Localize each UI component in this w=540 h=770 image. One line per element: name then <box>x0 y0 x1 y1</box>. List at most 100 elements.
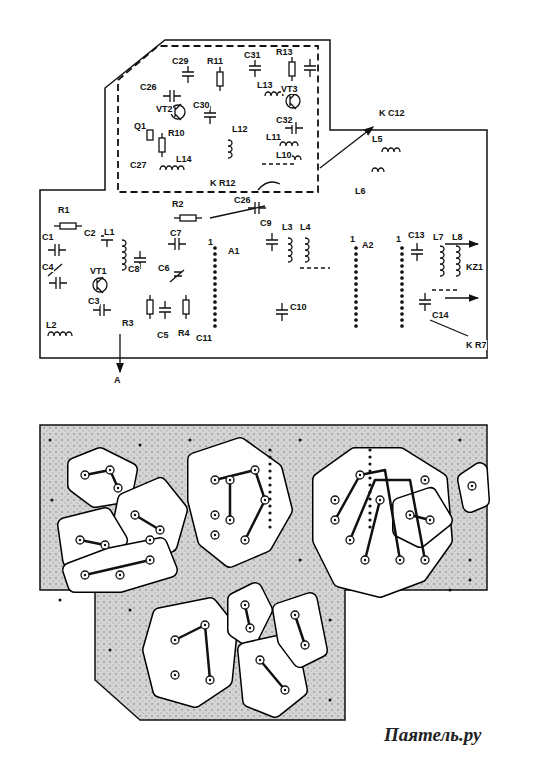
part-label: C11 <box>196 333 212 343</box>
pin-dot <box>401 283 403 285</box>
wire <box>185 314 186 319</box>
pad-hole <box>209 679 211 681</box>
copper-island-outline <box>235 590 265 640</box>
part-label: R11 <box>207 56 223 66</box>
part-label: L7 <box>433 232 444 242</box>
solder-pad <box>346 536 354 544</box>
capacitor-symbol <box>249 59 261 77</box>
coil-symbol <box>48 332 72 336</box>
resistor-symbol <box>147 300 153 314</box>
part-label: C26 <box>234 195 251 205</box>
pin-hole <box>268 511 271 514</box>
pad-hole <box>109 469 111 471</box>
part-label: A1 <box>228 246 240 256</box>
part-label: K R7 <box>466 340 487 350</box>
pad-hole <box>149 539 151 541</box>
solder-pad <box>211 511 219 519</box>
coil-symbol <box>440 246 444 276</box>
pin-dot <box>401 313 403 315</box>
pin-dot <box>214 313 216 315</box>
pin-dot <box>401 289 403 291</box>
solder-pad <box>421 476 429 484</box>
solder-pad <box>291 611 299 619</box>
pad-hole <box>214 514 216 516</box>
solder-pad <box>256 656 264 664</box>
pin-dot <box>355 283 357 285</box>
copper-island <box>150 605 230 700</box>
pad-hole <box>104 544 106 546</box>
pad-hole <box>159 529 161 531</box>
resistor-symbol <box>60 223 76 229</box>
solder-pad <box>114 484 122 492</box>
pin-dot <box>214 253 216 255</box>
wire <box>54 225 60 226</box>
wire <box>291 76 292 81</box>
pad-hole <box>229 479 231 481</box>
part-label: R4 <box>178 328 190 338</box>
part-label: L11 <box>266 132 281 142</box>
pin-dot <box>355 271 357 273</box>
pad-hole <box>359 474 361 476</box>
solder-pad <box>331 496 339 504</box>
plain-hole <box>49 439 52 442</box>
pin-hole <box>368 462 371 465</box>
part-label: R13 <box>276 47 293 57</box>
plain-hole <box>469 559 472 562</box>
pad-hole <box>214 534 216 536</box>
pad-hole <box>399 559 401 561</box>
pin-hole <box>268 462 271 465</box>
wire <box>149 314 150 319</box>
part-label: L2 <box>46 320 57 330</box>
pad-hole <box>249 627 251 629</box>
copper-island <box>465 470 482 505</box>
pin-dot <box>355 259 357 261</box>
pad-hole <box>364 559 366 561</box>
coil-symbol <box>305 238 309 262</box>
pin-hole <box>368 455 371 458</box>
pin-dot <box>355 301 357 303</box>
plain-hole <box>109 649 112 652</box>
pad-hole <box>84 474 86 476</box>
pad-hole <box>204 624 206 626</box>
plain-hole <box>469 579 472 582</box>
capacitor-symbol <box>159 301 171 319</box>
solder-pad <box>261 496 269 504</box>
solder-pad <box>146 556 154 564</box>
coil-symbol <box>280 142 298 146</box>
resistor-symbol <box>217 72 223 86</box>
part-label: C3 <box>88 296 100 306</box>
pin-dot <box>401 319 403 321</box>
pcb-trace <box>365 500 380 560</box>
pcb-trace <box>335 470 400 560</box>
pad-hole <box>174 674 176 676</box>
pin-dot <box>401 265 403 267</box>
pad-hole <box>379 499 381 501</box>
part-label: R2 <box>172 199 184 209</box>
solder-pad <box>101 541 109 549</box>
solder-pad <box>211 476 219 484</box>
solder-pad <box>171 636 179 644</box>
pad-hole <box>174 639 176 641</box>
solder-pad <box>146 536 154 544</box>
solder-pad <box>406 511 414 519</box>
part-label: R10 <box>168 128 185 138</box>
part-label: C30 <box>193 100 210 110</box>
solder-pad <box>76 536 84 544</box>
pin-dot <box>355 325 357 327</box>
pin-hole <box>268 476 271 479</box>
pin-hole <box>368 448 371 451</box>
part-label: C5 <box>157 330 169 340</box>
solder-pad <box>226 516 234 524</box>
plain-hole <box>189 439 192 442</box>
part-label: 1 <box>396 234 401 244</box>
wire <box>161 133 162 138</box>
pin-hole <box>268 448 271 451</box>
pin-dot <box>214 247 216 249</box>
solder-pad <box>211 531 219 539</box>
part-label: C9 <box>260 218 272 228</box>
pad-hole <box>334 519 336 521</box>
pin-dot <box>401 277 403 279</box>
wire <box>185 295 186 300</box>
transistor-symbol <box>93 278 107 292</box>
